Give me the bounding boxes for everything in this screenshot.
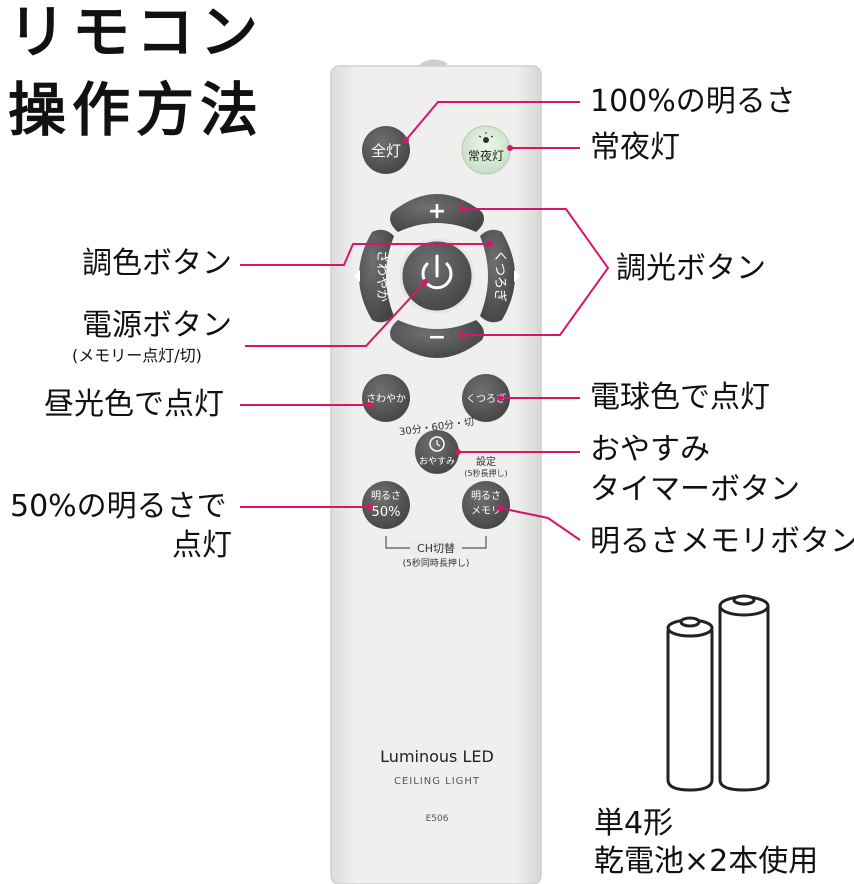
setting-sub-label: (5秒長押し)	[464, 468, 507, 478]
full-on-label: 全灯	[371, 142, 401, 160]
sawayaka-button[interactable]: さわやか	[362, 374, 410, 422]
callout-line-power	[245, 281, 426, 347]
night-light-label: 常夜灯	[468, 148, 504, 163]
minus-icon: −	[428, 325, 446, 350]
bright-50-button[interactable]: 明るさ 50%	[362, 481, 410, 529]
brand-subtitle: CEILING LIGHT	[394, 776, 480, 787]
kutsurogi-label: くつろぎ	[466, 392, 506, 405]
callout-sleep-line1: おやすみ	[590, 432, 710, 467]
dpad: + − さわやか くつろぎ	[354, 194, 520, 358]
callout-lines	[240, 101, 610, 541]
callout-daylight: 昼光色で点灯	[44, 387, 224, 422]
sawayaka-side-button[interactable]	[359, 229, 394, 323]
light-bulb-icon	[478, 132, 494, 143]
power-icon	[421, 254, 453, 290]
night-light-button[interactable]: 常夜灯	[461, 125, 511, 175]
full-on-button[interactable]: 全灯	[362, 126, 410, 174]
clock-icon	[429, 436, 445, 452]
callout-bulb-color: 電球色で点灯	[590, 380, 770, 415]
kutsurogi-side-label: くつろぎ	[492, 250, 507, 302]
bright-50-label-1: 明るさ	[371, 490, 401, 502]
callout-memory: 明るさメモリボタン	[590, 524, 854, 559]
arrow-right-icon	[514, 270, 520, 282]
memory-label-1: 明るさ	[471, 490, 501, 502]
callout-line-color-adjust	[240, 243, 490, 266]
battery-type: 単4形	[594, 806, 674, 841]
callout-power-sub: (メモリー点灯/切)	[72, 346, 202, 365]
model-label: E506	[426, 814, 449, 824]
dim-down-button[interactable]	[390, 320, 484, 358]
callout-night-light: 常夜灯	[590, 130, 680, 165]
brand-label: Luminous LED	[380, 747, 494, 766]
kutsurogi-button[interactable]: くつろぎ	[462, 374, 510, 422]
sawayaka-label: さわやか	[366, 393, 406, 405]
power-button[interactable]	[399, 238, 475, 314]
setting-label: 設定	[476, 455, 496, 468]
dim-up-button[interactable]	[390, 194, 484, 232]
ch-label: CH切替	[417, 541, 455, 555]
memory-button[interactable]: 明るさ メモリ	[462, 481, 510, 529]
callout-color-adjust: 調色ボタン	[82, 246, 232, 281]
battery-icon	[666, 594, 770, 792]
callout-dimmer: 調光ボタン	[616, 251, 766, 286]
kutsurogi-side-button[interactable]	[480, 229, 515, 323]
oyasumi-button[interactable]: おやすみ	[415, 430, 459, 474]
arrow-left-icon	[354, 270, 360, 282]
oyasumi-label: おやすみ	[419, 456, 455, 467]
title-line-1: リモコン	[8, 0, 265, 66]
ch-label-bg	[410, 540, 462, 554]
bright-50-label-2: 50%	[372, 505, 401, 520]
callout-dots	[367, 137, 513, 511]
callout-line-dimmer	[462, 208, 610, 336]
memory-label-2: メモリ	[471, 506, 501, 517]
callout-line-memory	[499, 507, 581, 541]
callout-half-line2: 点灯	[172, 528, 232, 563]
callout-sleep-line2: タイマーボタン	[590, 472, 800, 507]
callout-full-brightness: 100%の明るさ	[590, 84, 796, 119]
page-title: リモコン 操作方法	[8, 0, 264, 142]
battery-count: 乾電池×2本使用	[594, 844, 819, 879]
plus-icon: +	[428, 199, 446, 224]
callout-line-full-brightness	[405, 101, 580, 141]
ch-sub-label: (5秒同時長押し)	[403, 557, 470, 569]
title-line-2: 操作方法	[8, 76, 265, 144]
callout-half-line1: 50%の明るさで	[10, 489, 227, 524]
callout-power: 電源ボタン	[82, 308, 232, 343]
sawayaka-side-label: さわやか	[374, 250, 389, 302]
